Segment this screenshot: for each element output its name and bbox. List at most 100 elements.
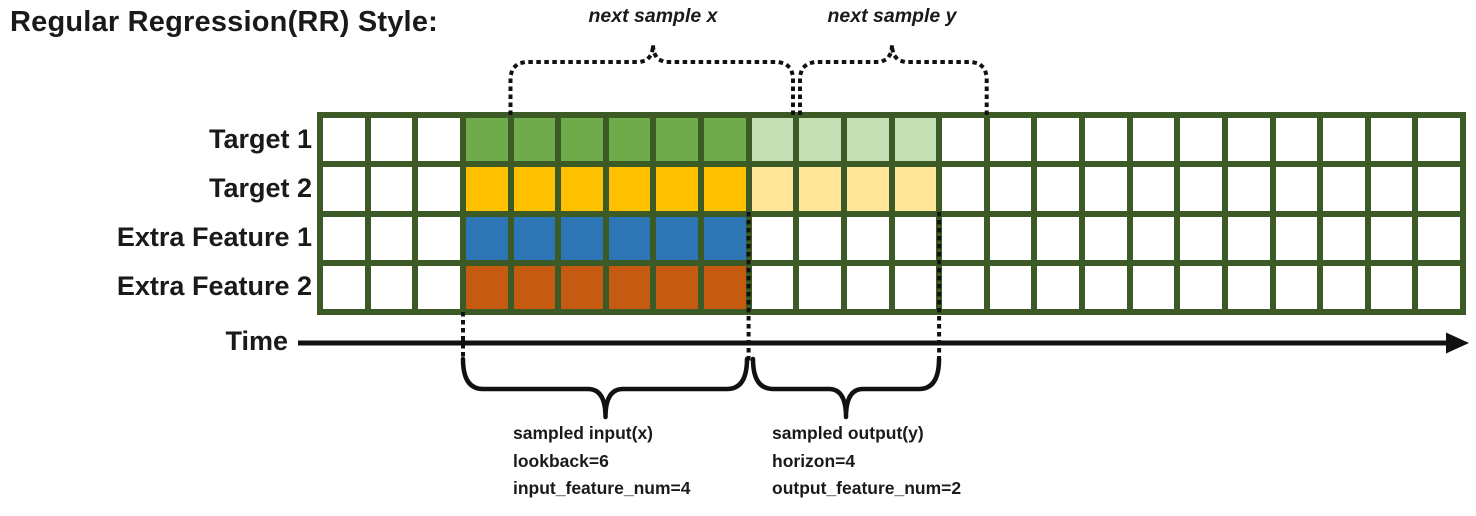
grid-cell xyxy=(415,115,463,165)
row-label-extra-feature-1: Extra Feature 1 xyxy=(116,222,312,252)
grid-cell xyxy=(891,213,940,263)
grid-cell xyxy=(462,262,511,312)
grid-cell xyxy=(1034,213,1082,263)
grid-cell xyxy=(605,115,654,165)
grid-cell xyxy=(1129,262,1178,312)
grid-cell xyxy=(1224,213,1273,263)
grid-cell xyxy=(415,164,463,214)
grid-cell xyxy=(1272,213,1321,263)
sampled-input-brace xyxy=(460,356,750,420)
grid-cell xyxy=(796,115,844,165)
grid-cell xyxy=(605,262,654,312)
next-sample-y-brace xyxy=(798,41,989,115)
grid-cell xyxy=(1224,262,1273,312)
grid-cell xyxy=(653,213,701,263)
grid-cell xyxy=(1224,115,1273,165)
grid-cell xyxy=(510,213,559,263)
grid-cell xyxy=(1367,262,1416,312)
grid-cell xyxy=(367,115,416,165)
next-sample-x-brace xyxy=(508,41,795,115)
grid-cell xyxy=(1082,115,1130,165)
caption-line: horizon=4 xyxy=(772,450,856,471)
grid-cell xyxy=(843,213,892,263)
time-axis-label: Time xyxy=(225,326,288,356)
grid-cell xyxy=(891,115,940,165)
grid-cell xyxy=(1034,262,1082,312)
grid-cell xyxy=(558,213,606,263)
grid-cell xyxy=(1082,164,1130,214)
row-label-extra-feature-2: Extra Feature 2 xyxy=(116,271,312,302)
row-label-target-2: Target 2 xyxy=(208,172,312,203)
page-title: Regular Regression(RR) Style: xyxy=(10,6,438,38)
grid-cell xyxy=(701,164,749,214)
grid-cell xyxy=(367,213,416,263)
next-sample-x-label: next sample x xyxy=(588,5,718,27)
grid-cell xyxy=(748,164,797,214)
sampled-input-caption: sampled input(x) lookback=6 input_featur… xyxy=(513,420,690,503)
grid-cell xyxy=(320,213,368,263)
grid-cell xyxy=(415,213,463,263)
grid-cell xyxy=(558,262,606,312)
caption-line: input_feature_num=4 xyxy=(513,478,691,498)
grid-cell xyxy=(748,262,797,312)
grid-cell xyxy=(320,115,368,165)
grid-cell xyxy=(510,262,559,312)
grid-cell xyxy=(796,262,844,312)
grid-cell xyxy=(1272,115,1321,165)
grid-cell xyxy=(510,164,559,214)
grid-cell xyxy=(367,164,416,214)
caption-line: sampled input(x) xyxy=(513,423,654,443)
grid-cell xyxy=(1415,115,1463,165)
grid-cell xyxy=(367,262,416,312)
time-axis-arrowhead xyxy=(1446,332,1469,354)
caption-line: sampled output(y) xyxy=(772,423,924,443)
grid-cell xyxy=(1082,262,1130,312)
grid-cell xyxy=(415,262,463,312)
row-label-target-1: Target 1 xyxy=(208,123,312,154)
grid-cell xyxy=(843,164,892,214)
grid-cell xyxy=(986,262,1035,312)
grid-cell xyxy=(653,262,701,312)
time-series-grid xyxy=(317,112,1466,315)
grid-cell xyxy=(939,164,987,214)
grid-cell xyxy=(701,262,749,312)
grid-cell xyxy=(843,262,892,312)
grid-cell xyxy=(320,164,368,214)
grid-cell xyxy=(1129,164,1178,214)
grid-cell xyxy=(939,213,987,263)
grid-cell xyxy=(1177,262,1225,312)
grid-cell xyxy=(1415,262,1463,312)
grid-cell xyxy=(1177,115,1225,165)
grid-cell xyxy=(939,262,987,312)
grid-cell xyxy=(1320,262,1368,312)
grid-cell xyxy=(558,115,606,165)
grid-cell xyxy=(1034,115,1082,165)
grid-cell xyxy=(1367,213,1416,263)
grid-cell xyxy=(701,115,749,165)
grid-cell xyxy=(558,164,606,214)
next-sample-y-label: next sample y xyxy=(827,5,957,27)
grid-cell xyxy=(1415,213,1463,263)
caption-line: output_feature_num=2 xyxy=(772,478,962,498)
grid-cell xyxy=(1320,115,1368,165)
grid-cell xyxy=(1320,213,1368,263)
grid-cell xyxy=(1177,213,1225,263)
grid-cell xyxy=(510,115,559,165)
grid-cell xyxy=(605,164,654,214)
grid-cell xyxy=(1367,164,1416,214)
grid-cell xyxy=(1177,164,1225,214)
grid-cell xyxy=(320,262,368,312)
grid-cell xyxy=(1034,164,1082,214)
grid-cell xyxy=(462,115,511,165)
sampled-output-brace xyxy=(750,356,942,420)
grid-cell xyxy=(1082,213,1130,263)
grid-cell xyxy=(653,115,701,165)
caption-line: lookback=6 xyxy=(513,450,609,471)
grid-cell xyxy=(1272,164,1321,214)
grid-cell xyxy=(653,164,701,214)
grid-cell xyxy=(1224,164,1273,214)
grid-cell xyxy=(1320,164,1368,214)
grid-cell xyxy=(1129,115,1178,165)
grid-cell xyxy=(891,262,940,312)
